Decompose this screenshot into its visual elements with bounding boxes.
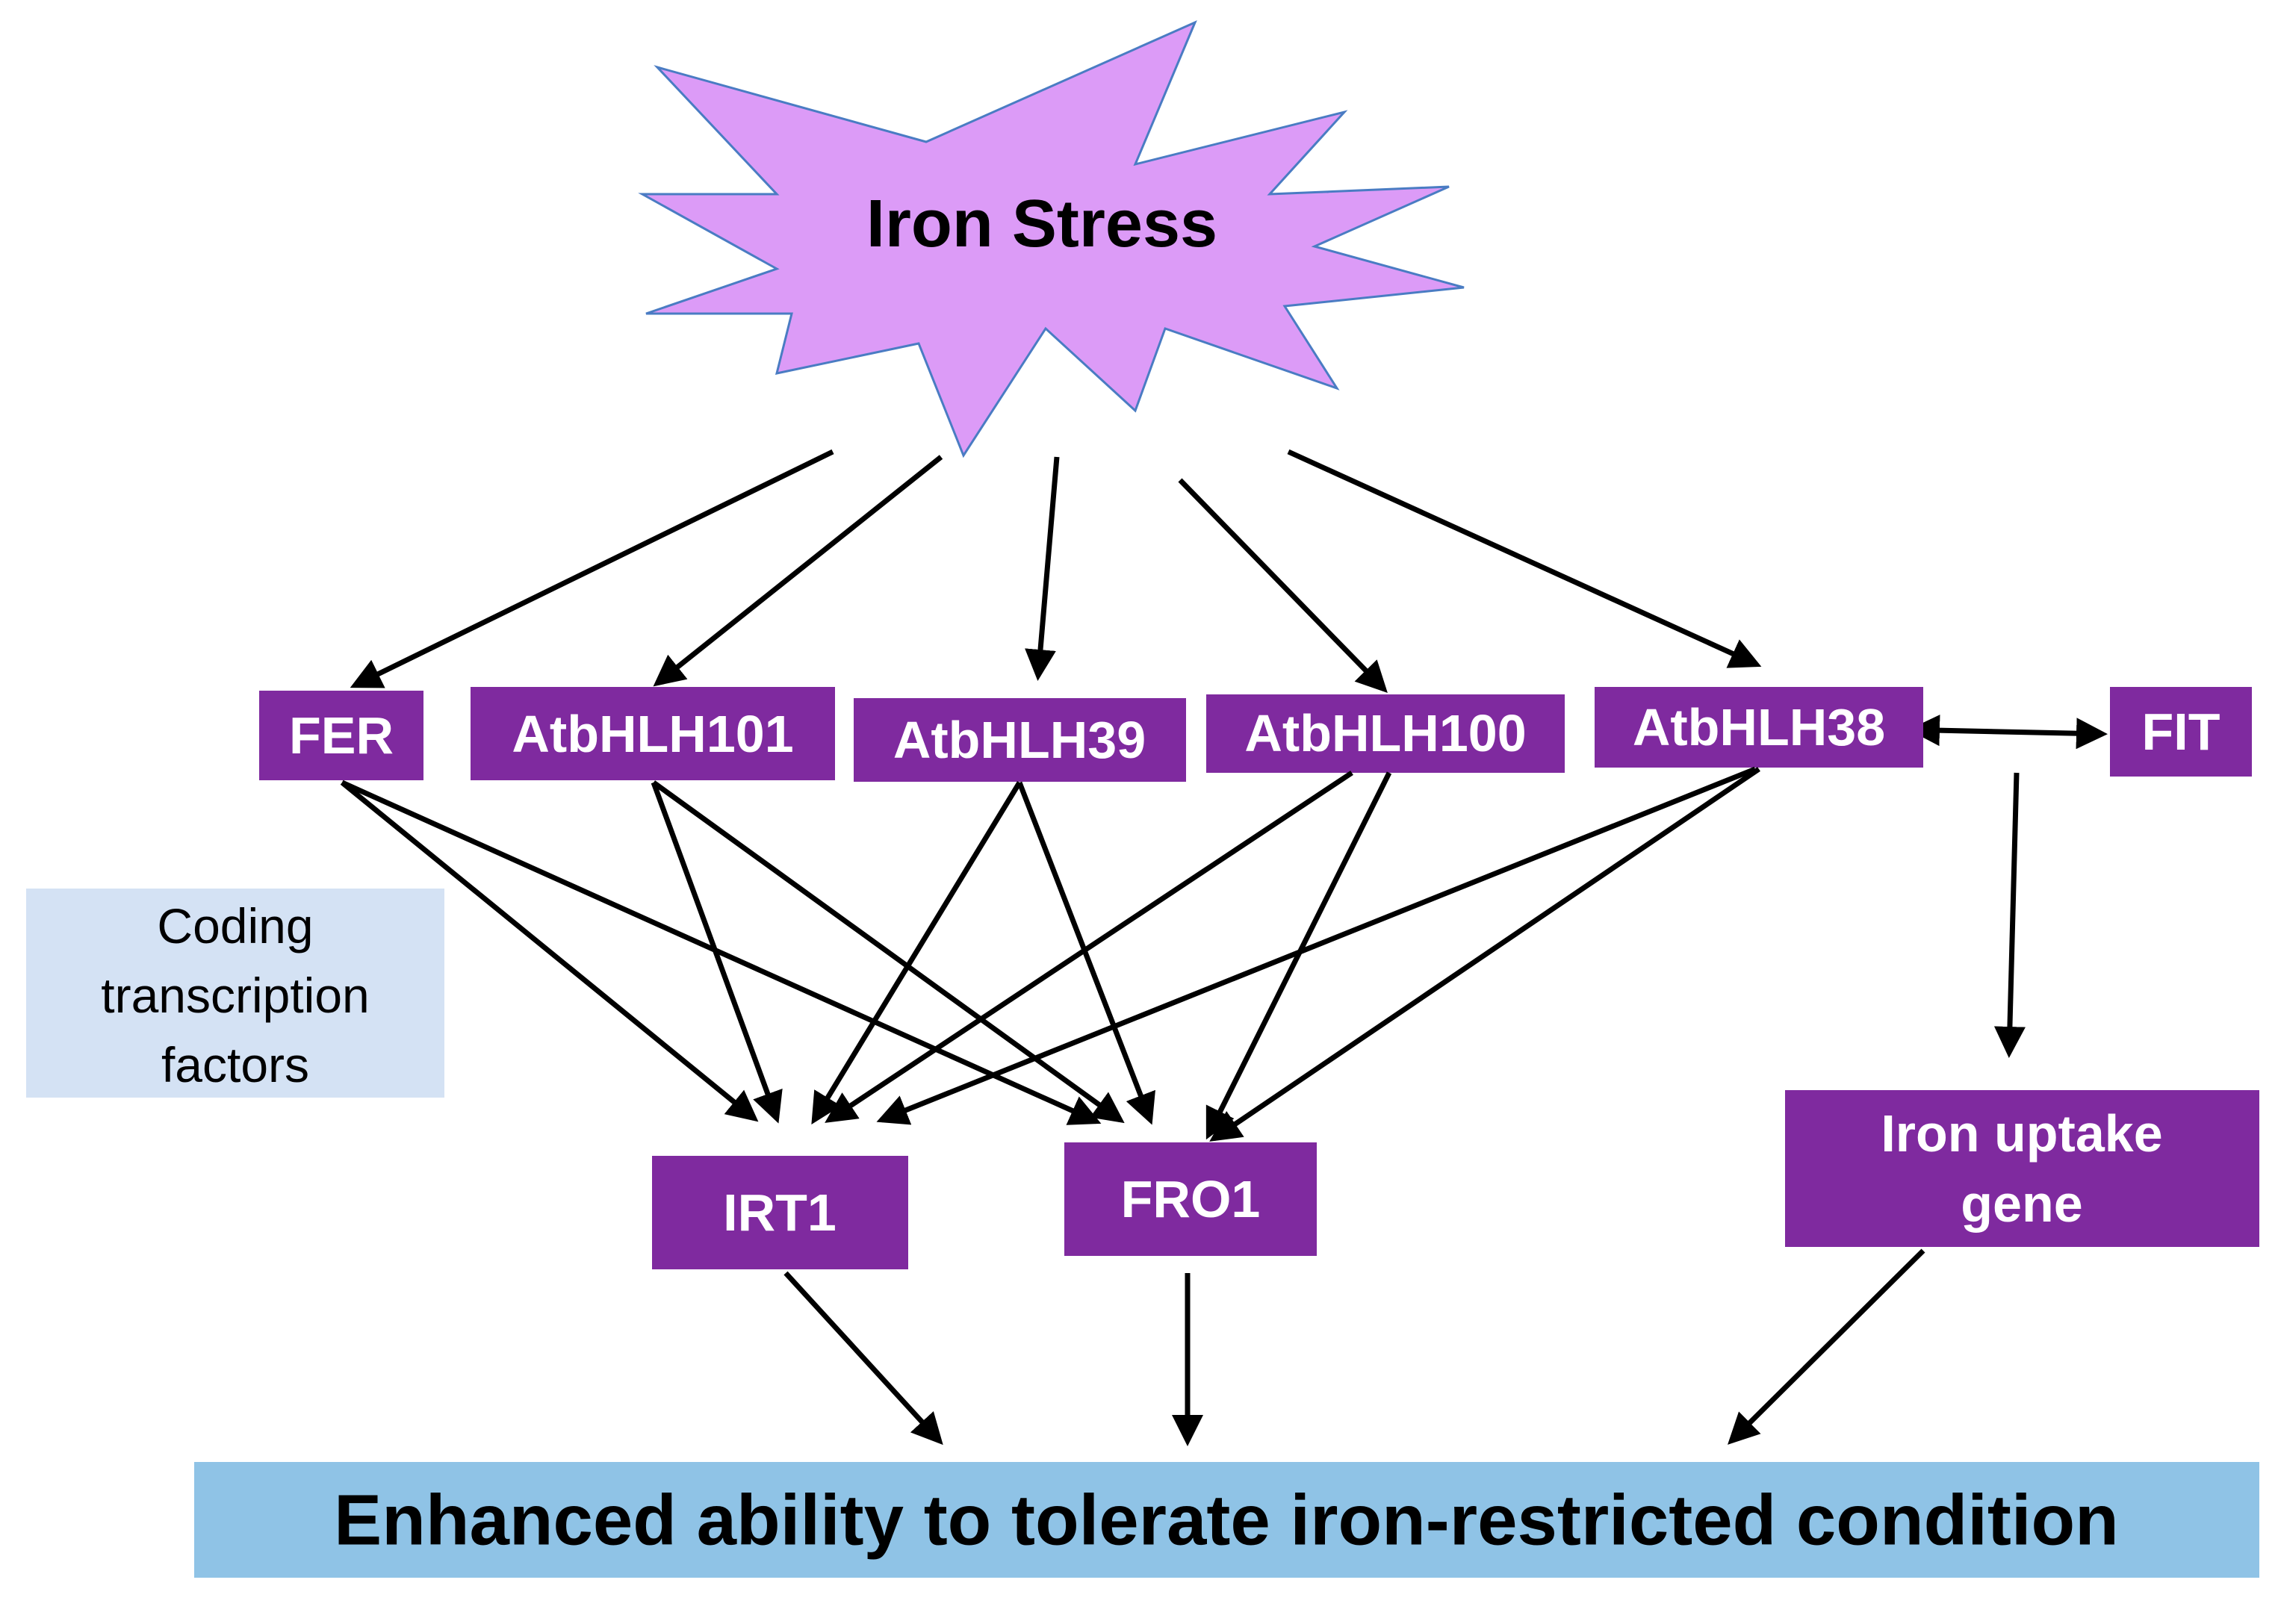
arrow-stress-to-atbhlh38 xyxy=(1287,449,1762,668)
outcome-box: Enhanced ability to tolerate iron-restri… xyxy=(194,1462,2259,1578)
arrow-fer-to-irt1 xyxy=(340,780,759,1122)
legend-line-3: factors xyxy=(161,1037,309,1092)
node-atbhlh39-label: AtbHLH39 xyxy=(893,711,1146,769)
arrow-atbhlh38-to-irt1 xyxy=(876,766,1757,1125)
arrow-atbhlh39-to-irt1 xyxy=(811,781,1022,1124)
node-atbhlh100-label: AtbHLH100 xyxy=(1244,704,1526,762)
arrow-atbhlh38-fit-bidirectional xyxy=(1908,715,2108,750)
node-iron-uptake-label-2: gene xyxy=(1961,1175,2082,1233)
arrow-stress-to-atbhlh101 xyxy=(653,455,943,687)
arrow-atbhlh100-to-irt1 xyxy=(825,771,1353,1123)
arrow-fer-to-fro1 xyxy=(341,780,1102,1125)
node-atbhlh38: AtbHLH38 xyxy=(1595,687,1923,768)
arrow-iron-uptake-to-outcome xyxy=(1728,1248,1925,1445)
arrow-stress-to-atbhlh39 xyxy=(1025,456,1060,681)
node-iron-uptake-gene: Iron uptake gene xyxy=(1785,1090,2259,1247)
node-irt1-label: IRT1 xyxy=(723,1183,837,1242)
node-fit-label: FIT xyxy=(2142,703,2220,761)
node-atbhlh100: AtbHLH100 xyxy=(1206,694,1565,773)
arrow-irt1-to-outcome xyxy=(783,1271,943,1446)
node-fer-label: FER xyxy=(289,706,394,765)
node-atbhlh39: AtbHLH39 xyxy=(854,698,1186,782)
legend-box: Coding transcription factors xyxy=(26,889,444,1098)
node-fro1-label: FRO1 xyxy=(1121,1170,1261,1228)
arrow-atbhlh101-to-irt1 xyxy=(651,781,783,1124)
iron-stress-star xyxy=(638,20,1465,458)
node-atbhlh38-label: AtbHLH38 xyxy=(1633,698,1885,756)
node-fro1: FRO1 xyxy=(1064,1142,1317,1256)
node-atbhlh101-label: AtbHLH101 xyxy=(512,705,793,763)
iron-stress-label: Iron Stress xyxy=(866,187,1217,261)
arrow-atbhlh38-to-fro1 xyxy=(1209,767,1760,1142)
arrow-atbhlh101-to-fro1 xyxy=(651,780,1125,1124)
arrow-stress-to-atbhlh100 xyxy=(1178,478,1388,694)
outcome-label: Enhanced ability to tolerate iron-restri… xyxy=(334,1481,2119,1561)
node-fit: FIT xyxy=(2110,687,2252,777)
node-fer: FER xyxy=(259,691,423,780)
node-irt1: IRT1 xyxy=(652,1156,908,1269)
node-iron-uptake-label-1: Iron uptake xyxy=(1881,1104,2162,1163)
arrow-to-iron-uptake-gene xyxy=(1993,772,2026,1058)
legend-line-2: transcription xyxy=(101,968,370,1023)
legend-line-1: Coding xyxy=(157,898,313,953)
arrow-stress-to-fer xyxy=(350,449,834,688)
node-atbhlh101: AtbHLH101 xyxy=(471,687,835,780)
